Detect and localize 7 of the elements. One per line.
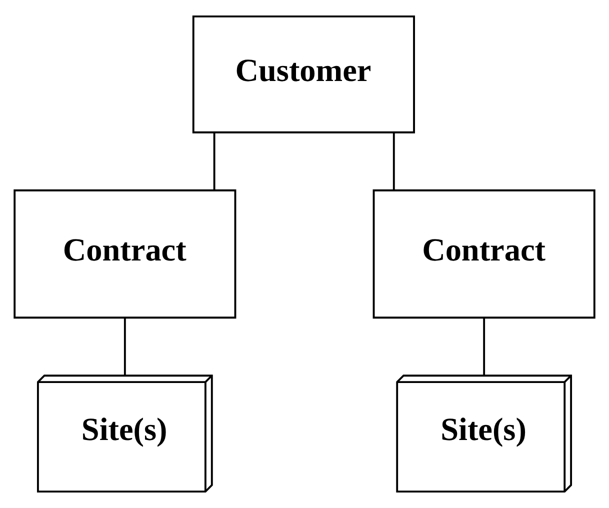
connector <box>392 132 395 190</box>
connector <box>213 132 216 190</box>
node-box: Contract <box>14 189 236 319</box>
connector <box>124 318 126 376</box>
node-box: Contract <box>372 189 596 319</box>
connector <box>483 318 486 376</box>
node-box: Customer <box>192 15 415 134</box>
